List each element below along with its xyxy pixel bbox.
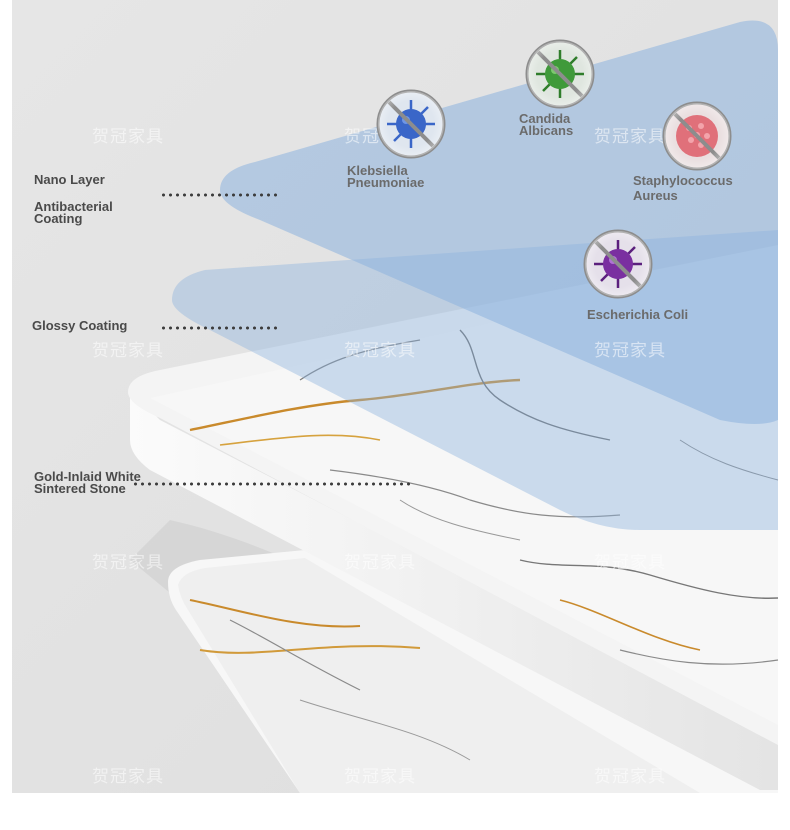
sintered-stone-label: Gold-Inlaid White Sintered Stone (34, 469, 141, 496)
watermark: 贺冠家具 (92, 767, 164, 787)
watermark: 贺冠家具 (594, 767, 666, 787)
klebsiella-label: Klebsiella Pneumoniae (347, 163, 425, 190)
glossy-coating-leader (160, 326, 278, 330)
nano-coating-layer (220, 20, 778, 425)
watermark: 贺冠家具 (344, 341, 416, 361)
lower-stone-slab (168, 550, 778, 793)
virus-red-icon (662, 101, 732, 171)
watermark: 贺冠家具 (92, 341, 164, 361)
staphylococcus-label: Staphylococcus Aureus (633, 173, 733, 203)
virus-purple-icon (583, 229, 653, 299)
candida-label: Candida Albicans (519, 111, 574, 138)
nano-layer-label: Nano Layer (34, 172, 105, 187)
antibacterial-coating-label: Antibacterial Coating (34, 199, 113, 226)
watermark: 贺冠家具 (92, 553, 164, 573)
watermark: 贺冠家具 (92, 127, 164, 147)
watermark: 贺冠家具 (594, 341, 666, 361)
watermark: 贺冠家具 (594, 127, 666, 147)
virus-green-icon (525, 39, 595, 109)
sintered-stone-leader (132, 482, 412, 486)
watermark: 贺冠家具 (594, 553, 666, 573)
watermark: 贺冠家具 (344, 553, 416, 573)
upper-slab-edge (130, 390, 778, 790)
virus-blue-icon (376, 89, 446, 159)
nano-layer-leader (160, 193, 278, 197)
watermark: 贺冠家具 (344, 767, 416, 787)
glossy-coating-label: Glossy Coating (32, 318, 128, 333)
escherichia-label: Escherichia Coli (587, 307, 689, 322)
